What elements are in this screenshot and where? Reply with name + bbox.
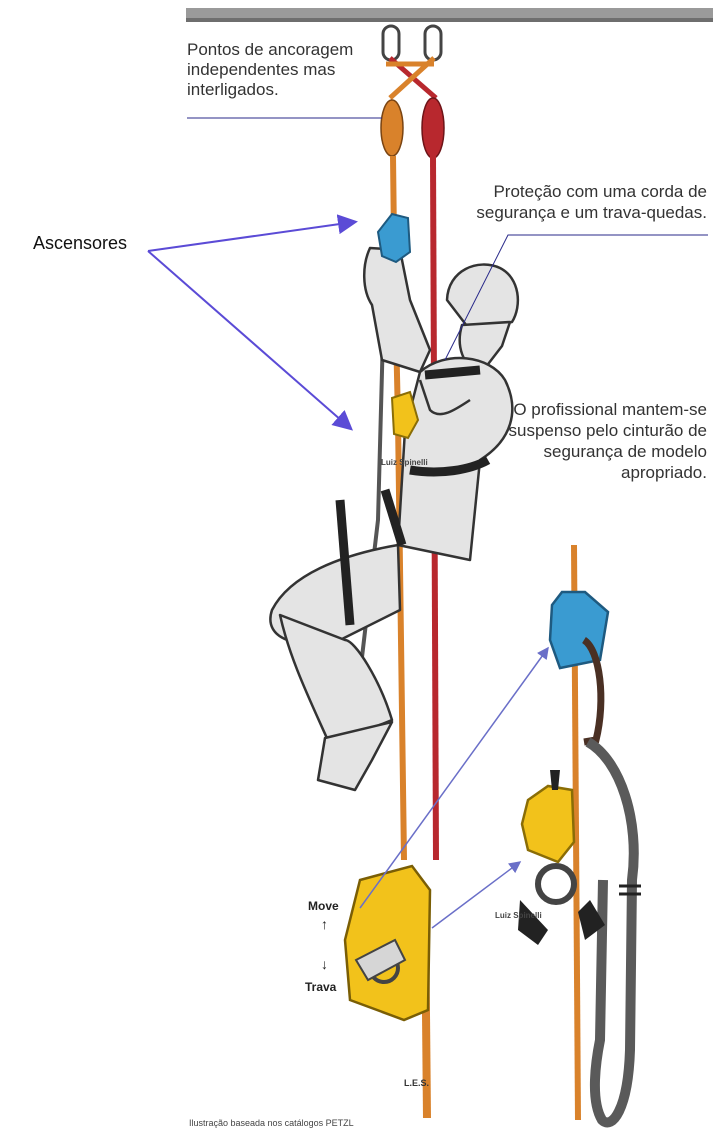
anchor-slings bbox=[386, 58, 436, 98]
detail-blue-ascender bbox=[550, 592, 608, 668]
trava-label: Trava bbox=[305, 980, 336, 994]
blue-ascender-top bbox=[378, 214, 410, 262]
professional-label: O profissional mantem-se suspenso pelo c… bbox=[497, 399, 707, 483]
ascenders-label: Ascensores bbox=[33, 233, 127, 254]
detail-yellow-ascender bbox=[522, 786, 574, 862]
red-knot bbox=[422, 98, 444, 158]
arrow-down-icon: ↓ bbox=[321, 956, 328, 972]
orange-knot bbox=[381, 100, 403, 156]
ascender-pointer-arrows bbox=[148, 222, 354, 428]
move-label: Move bbox=[308, 899, 339, 913]
protection-label: Proteção com uma corda de segurança e um… bbox=[447, 181, 707, 223]
detail-harness-ring bbox=[538, 866, 574, 902]
initials-label: L.E.S. bbox=[404, 1078, 429, 1088]
artist-credit-top: Luiz Spinelli bbox=[381, 458, 428, 467]
arrow-up-icon: ↑ bbox=[321, 916, 328, 932]
artist-credit-bottom: Luiz Spinelli bbox=[495, 911, 542, 920]
source-caption: Ilustração baseada nos catálogos PETZL bbox=[189, 1118, 354, 1128]
anchor-carabiners bbox=[383, 26, 441, 60]
anchor-points-label: Pontos de ancoragem independentes mas in… bbox=[187, 40, 387, 100]
